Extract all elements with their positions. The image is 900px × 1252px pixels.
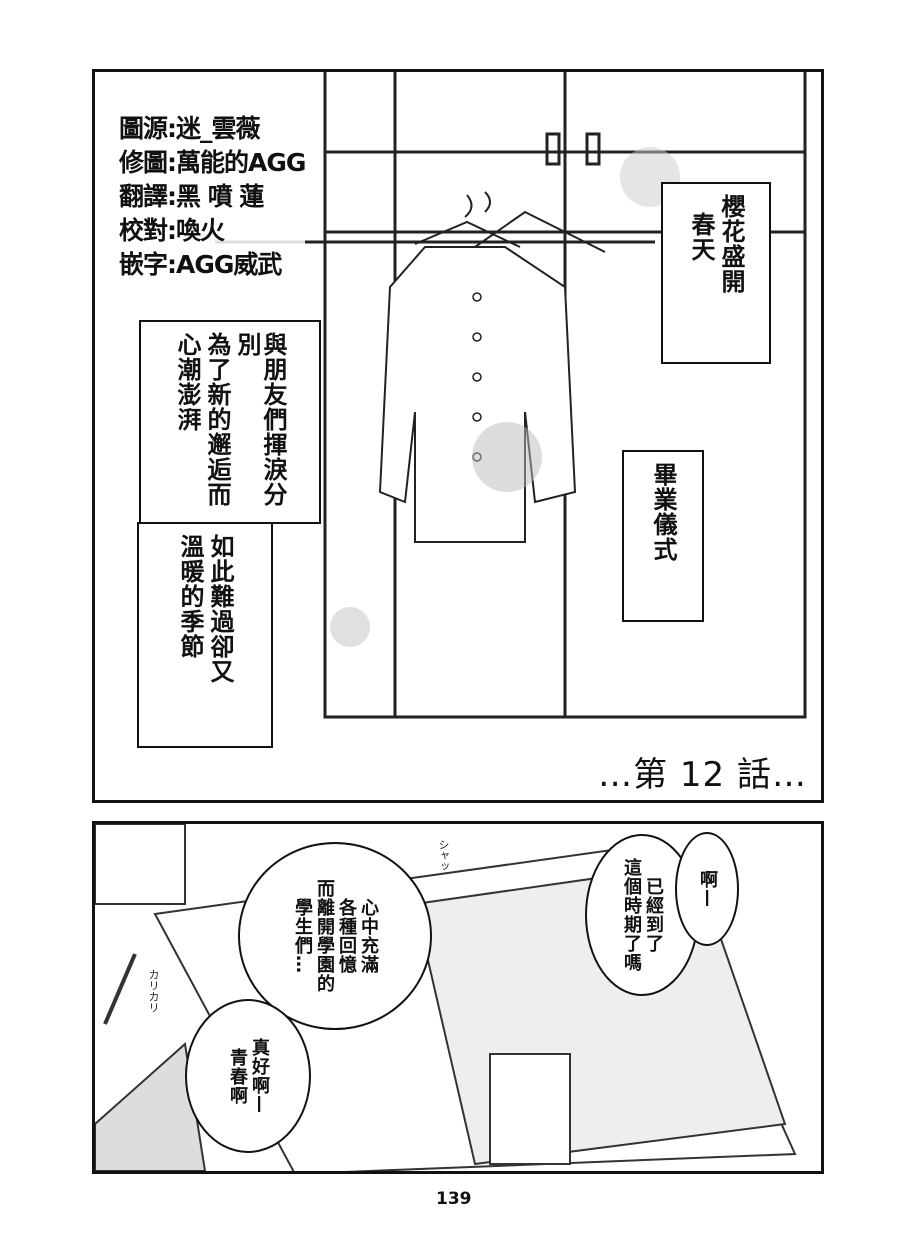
caption-farewell: 與朋友們揮淚分別 為了新的邂逅而 心潮澎湃 <box>139 320 321 524</box>
bubble-line: 啊— <box>697 870 718 908</box>
bubble-line: 青春啊 <box>227 1047 248 1105</box>
caption-line: 畢業儀式 <box>649 462 677 562</box>
speech-bubble-ah: 啊— <box>675 832 739 946</box>
bubble-line: 真好啊— <box>249 1038 270 1114</box>
bubble-line: 各種回憶 <box>336 898 357 974</box>
bubble-line: 已經到了 <box>643 877 664 953</box>
caption-spring: 櫻花盛開 春天 <box>661 182 771 364</box>
bubble-line: 學生們… <box>292 898 313 974</box>
speech-bubble-youth: 真好啊— 青春啊 <box>185 999 311 1153</box>
bubble-line: 而離開學園的 <box>314 879 335 993</box>
caption-line: 如此難過卻又 <box>206 534 234 684</box>
chapter-title: …第 12 話… <box>594 747 811 796</box>
credit-proofread: 校對:喚火 <box>119 216 225 245</box>
caption-line: 為了新的邂逅而 <box>203 332 231 507</box>
sfx-shutter: シャッ <box>437 839 450 872</box>
top-panel: 圖源:迷_雲薇 修圖:萬能的AGG 翻譯:黑 噴 蓮 校對:喚火 嵌字:AGG威… <box>92 69 824 803</box>
credit-source: 圖源:迷_雲薇 <box>119 114 261 143</box>
caption-graduation: 畢業儀式 <box>622 450 704 622</box>
sfx-scribble: カリカリ <box>147 969 160 1013</box>
bubble-line: 心中充滿 <box>358 898 379 974</box>
speech-bubble-students: 心中充滿 各種回憶 而離開學園的 學生們… <box>238 842 432 1030</box>
caption-line: 春天 <box>687 212 715 262</box>
caption-line: 與朋友們揮淚分別 <box>233 332 287 507</box>
caption-line: 溫暖的季節 <box>176 534 204 659</box>
credits-block: 圖源:迷_雲薇 修圖:萬能的AGG 翻譯:黑 噴 蓮 校對:喚火 嵌字:AGG威… <box>119 112 306 282</box>
caption-line: 櫻花盛開 <box>717 194 745 294</box>
caption-line: 心潮澎湃 <box>173 332 201 432</box>
bottom-panel: シャッ カリカリ 心中充滿 各種回憶 而離開學園的 學生們… 真好啊— 青春啊 … <box>92 821 824 1174</box>
bubble-line: 這個時期了嗎 <box>621 858 642 972</box>
caption-season: 如此難過卻又 溫暖的季節 <box>137 522 273 748</box>
page-number: 139 <box>436 1189 472 1209</box>
credit-typeset: 嵌字:AGG威武 <box>119 250 282 279</box>
credit-translation: 翻譯:黑 噴 蓮 <box>119 182 264 211</box>
window-shirt-illustration <box>215 72 807 719</box>
credit-retouch: 修圖:萬能的AGG <box>119 148 306 177</box>
